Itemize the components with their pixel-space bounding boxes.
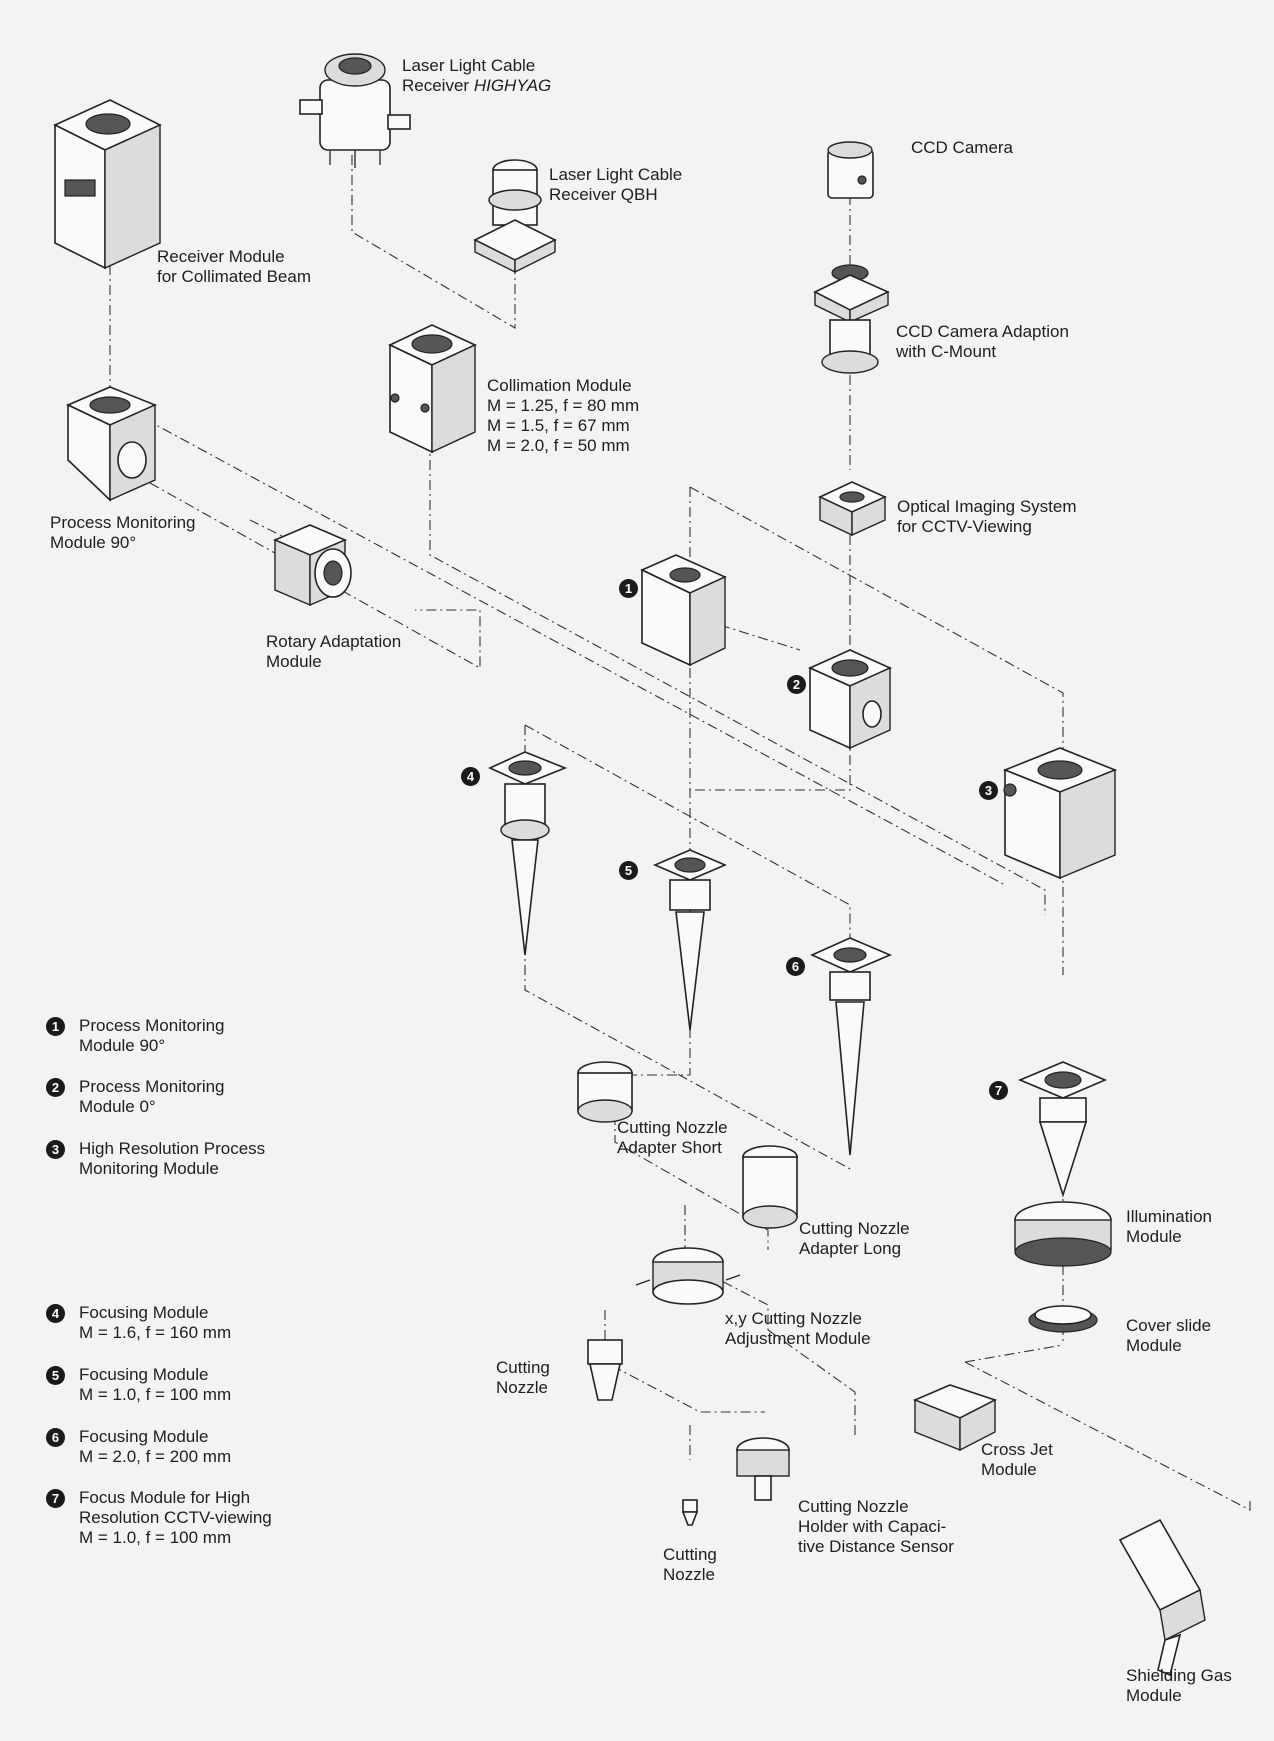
label-xy-adjustment: x,y Cutting Nozzle Adjustment Module: [725, 1309, 871, 1348]
cutting-nozzle-1-drawing: [587, 1339, 623, 1401]
focus-module-7-drawing: [1017, 1061, 1108, 1198]
label-ccd-adaption: CCD Camera Adaption with C-Mount: [896, 322, 1069, 361]
legend-item-6: 6 Focusing Module M = 2.0, f = 200 mm: [46, 1427, 231, 1467]
legend-item-4: 4 Focusing Module M = 1.6, f = 160 mm: [46, 1303, 231, 1343]
label-receiver-collimated: Receiver Module for Collimated Beam: [157, 247, 312, 286]
module-3-drawing: [1002, 747, 1118, 880]
process-monitoring-90-drawing: [66, 386, 158, 502]
module-2-drawing: [808, 649, 892, 750]
badge-module-1: 1: [619, 579, 638, 598]
badge-module-2: 2: [787, 675, 806, 694]
receiver-collimated-drawing: [53, 99, 162, 270]
xy-adjustment-drawing: [635, 1247, 741, 1305]
label-laser-cable-highyag: Laser Light Cable Receiver HIGHYAG: [402, 56, 552, 95]
label-shielding-gas: Shielding Gas Module: [1126, 1666, 1232, 1705]
nozzle-adapter-short-drawing: [577, 1061, 633, 1123]
cutting-nozzle-2-drawing: [681, 1499, 699, 1526]
legend-item-5: 5 Focusing Module M = 1.0, f = 100 mm: [46, 1365, 231, 1405]
focusing-module-6-drawing: [810, 937, 893, 1156]
illumination-drawing: [1014, 1201, 1112, 1267]
cover-slide-drawing: [1028, 1305, 1098, 1333]
module-1-drawing: [640, 554, 727, 667]
cross-jet-drawing: [912, 1384, 998, 1452]
focusing-module-4-drawing: [488, 751, 568, 956]
collimation-drawing: [388, 324, 477, 454]
label-nozzle-adapter-short: Cutting Nozzle Adapter Short: [617, 1118, 728, 1157]
ccd-camera-drawing: [827, 141, 874, 199]
nozzle-holder-drawing: [736, 1437, 790, 1501]
focusing-module-5-drawing: [652, 849, 728, 1031]
optical-imaging-drawing: [818, 481, 887, 537]
badge-module-5: 5: [619, 861, 638, 880]
laser-cable-qbh-drawing: [473, 159, 557, 274]
legend-item-1: 1 Process Monitoring Module 90°: [46, 1016, 225, 1056]
nozzle-adapter-long-drawing: [742, 1145, 798, 1229]
legend-item-7: 7 Focus Module for High Resolution CCTV-…: [46, 1488, 272, 1548]
laser-cable-highyag-drawing: [299, 53, 411, 168]
badge-module-3: 3: [979, 781, 998, 800]
label-ccd-camera: CCD Camera: [911, 138, 1014, 157]
label-cutting-nozzle-2: Cutting Nozzle: [663, 1545, 717, 1584]
badge-module-6: 6: [786, 957, 805, 976]
label-cover-slide: Cover slide Module: [1126, 1316, 1212, 1355]
rotary-adaptation-drawing: [272, 524, 352, 607]
label-optical-imaging: Optical Imaging System for CCTV-Viewing: [897, 497, 1077, 536]
ccd-adaption-drawing: [813, 264, 890, 374]
label-nozzle-holder: Cutting Nozzle Holder with Capaci- tive …: [798, 1497, 954, 1556]
legend-item-2: 2 Process Monitoring Module 0°: [46, 1077, 225, 1117]
label-rotary-adaptation: Rotary Adaptation Module: [266, 632, 402, 671]
badge-module-7: 7: [989, 1081, 1008, 1100]
shielding-gas-drawing: [1118, 1518, 1206, 1677]
badge-module-4: 4: [461, 767, 480, 786]
legend-item-3: 3 High Resolution Process Monitoring Mod…: [46, 1139, 265, 1179]
label-cutting-nozzle-1: Cutting Nozzle: [496, 1358, 550, 1397]
label-laser-cable-qbh: Laser Light Cable Receiver QBH: [549, 165, 683, 204]
label-cross-jet: Cross Jet Module: [981, 1440, 1053, 1479]
label-process-monitoring-90: Process Monitoring Module 90°: [50, 513, 196, 552]
label-collimation: Collimation Module M = 1.25, f = 80 mm M…: [487, 376, 640, 455]
label-nozzle-adapter-long: Cutting Nozzle Adapter Long: [799, 1219, 910, 1258]
label-illumination: Illumination Module: [1126, 1207, 1212, 1246]
